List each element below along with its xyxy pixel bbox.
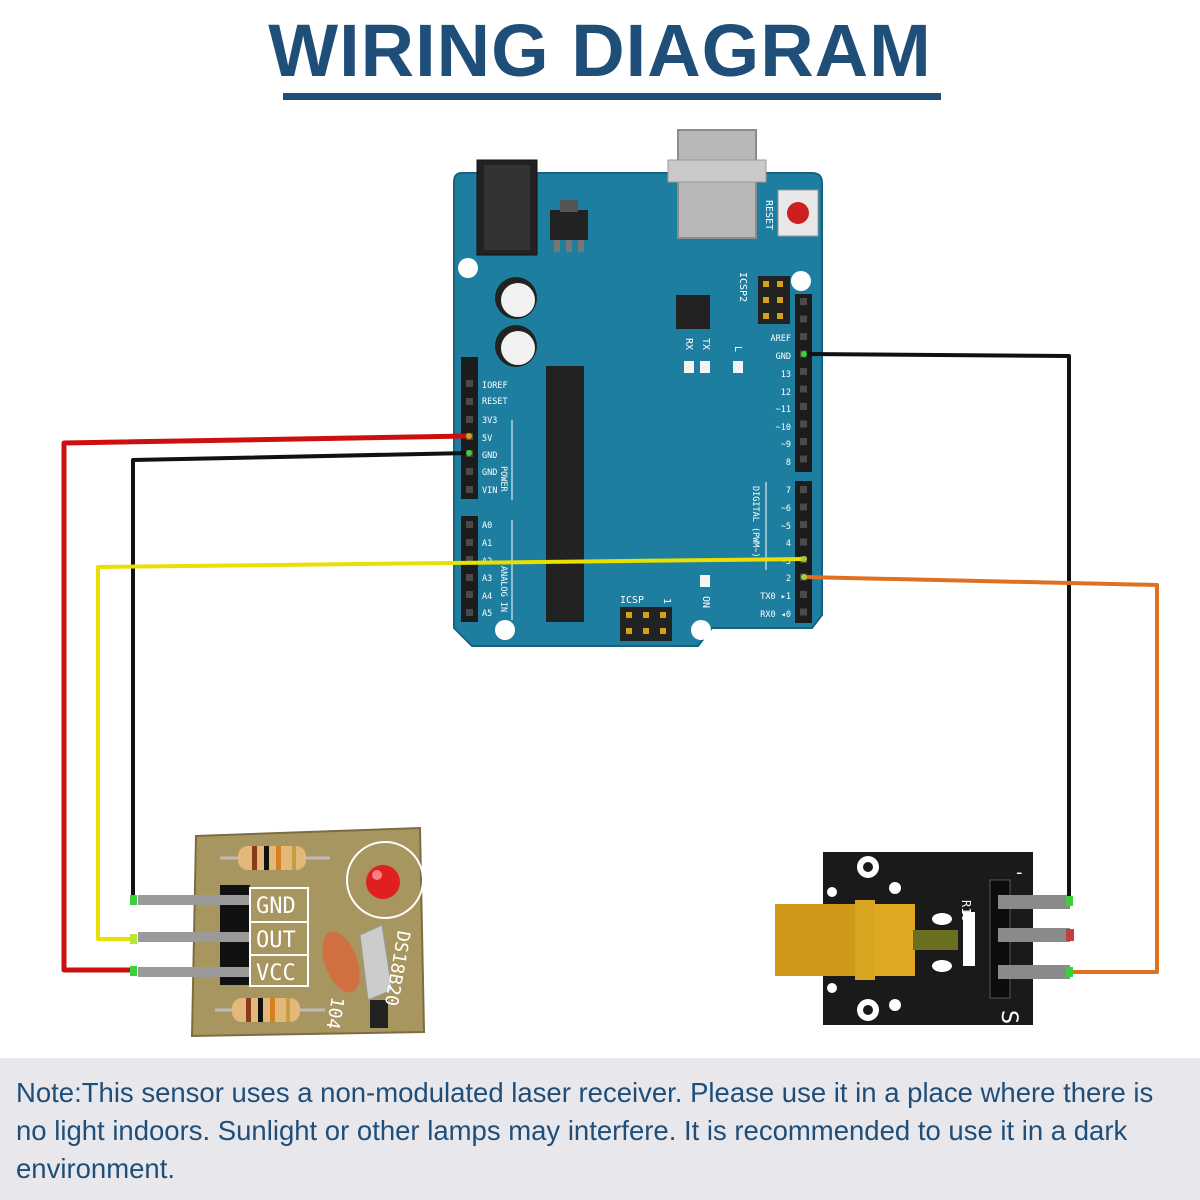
digital-pin-label: GND xyxy=(776,352,791,362)
header-pin-hole xyxy=(800,608,807,616)
header-pin-hole xyxy=(800,385,807,393)
ceramic-capacitor xyxy=(322,931,360,993)
header-pin-hole xyxy=(466,539,473,546)
power-pin-label: VIN xyxy=(482,486,497,496)
digital-pin-label: 2 xyxy=(786,574,791,584)
header-pin-hole xyxy=(800,521,807,528)
laser-gnd-wire xyxy=(803,352,1071,901)
laser-pin-minus-label: - xyxy=(1016,862,1023,883)
title-underline xyxy=(283,93,941,100)
note-text: Note:This sensor uses a non-modulated la… xyxy=(0,1058,1200,1200)
power-pin-label: RESET xyxy=(482,397,508,407)
power-section-label: POWER xyxy=(498,466,508,492)
digital-pin-label: 13 xyxy=(781,370,791,380)
header-pin-hole xyxy=(466,574,473,581)
digital-header-top xyxy=(795,294,812,472)
digital-pin-label: ~9 xyxy=(781,440,791,450)
icsp-header xyxy=(620,607,672,641)
digital-pin-label: 12 xyxy=(781,388,791,398)
signal-wire xyxy=(96,557,805,941)
header-pin-hole xyxy=(800,591,807,598)
rx-label: RX xyxy=(683,338,694,350)
page-title: WIRING DIAGRAM xyxy=(268,9,932,92)
header-pin-hole xyxy=(800,333,807,340)
header-pin-hole xyxy=(466,416,473,423)
icsp2-header xyxy=(758,276,790,324)
analog-pin-label: A1 xyxy=(482,539,492,549)
resistor xyxy=(220,846,330,870)
power-header xyxy=(461,357,478,499)
arduino-board: RESET ICSP2 TX RX L ON ICSP 1 xyxy=(453,129,823,647)
receiver-pin-gnd: GND xyxy=(256,894,296,919)
digital-pin-label: AREF xyxy=(771,334,791,344)
power-pin-label: 5V xyxy=(482,434,492,444)
power-pin-label: IOREF xyxy=(482,381,508,391)
atmega-chip xyxy=(546,366,584,622)
header-pin-hole xyxy=(466,468,473,475)
digital-pin-label: ~6 xyxy=(781,504,791,514)
usb-port xyxy=(677,129,757,239)
header-pin-hole xyxy=(466,398,473,405)
icsp-label: ICSP xyxy=(620,595,644,606)
digital-section-label: DIGITAL (PWM~) xyxy=(750,486,760,558)
header-pin-hole xyxy=(466,486,473,493)
digital-pin-label: 8 xyxy=(786,458,791,468)
wiring-diagram: RESET ICSP2 TX RX L ON ICSP 1 xyxy=(61,129,1159,1038)
red-led xyxy=(366,865,400,899)
header-pin-hole xyxy=(800,420,807,428)
reset-label: RESET xyxy=(763,200,774,230)
digital-pin-label: ~3 xyxy=(781,557,791,567)
digital-pin-label: TX0 ▸1 xyxy=(760,592,791,602)
vcc-wire xyxy=(61,433,470,973)
header-pin-hole xyxy=(466,609,473,616)
header-pin-hole xyxy=(466,556,473,563)
laser-receiver-module: GND OUT VCC DS18B20 104 xyxy=(138,826,426,1038)
header-pin-hole xyxy=(800,298,807,305)
wires xyxy=(61,352,1159,974)
digital-header-bottom xyxy=(795,481,812,623)
analog-header xyxy=(461,516,478,622)
digital-pin-label: ~11 xyxy=(776,405,791,415)
icsp2-label: ICSP2 xyxy=(737,272,748,302)
receiver-pin-vcc: VCC xyxy=(256,961,296,986)
header-pin-hole xyxy=(466,380,473,387)
digital-pin-label: 7 xyxy=(786,486,791,496)
analog-pin-label: A0 xyxy=(482,521,492,531)
digital-pin-label: RX0 ◂0 xyxy=(760,610,791,620)
resistor-r10-label: R10 xyxy=(959,900,973,922)
header-pin-hole xyxy=(800,315,807,323)
digital-pin-label: 4 xyxy=(786,539,791,549)
header-pin-hole xyxy=(466,521,473,528)
header-pin-hole xyxy=(800,403,807,410)
laser-transmitter-module: R10 - S xyxy=(775,852,1074,1025)
receiver-pin-out: OUT xyxy=(256,928,296,953)
gnd-wire xyxy=(131,451,470,898)
usb-chip xyxy=(676,295,710,329)
power-pin-label: GND xyxy=(482,468,497,478)
wire-endpoints xyxy=(130,351,1073,977)
l-label: L xyxy=(732,346,743,352)
power-pin-label: GND xyxy=(482,451,497,461)
header-pin-hole xyxy=(466,591,473,598)
digital-pin-label: ~10 xyxy=(776,423,791,433)
header-pin-hole xyxy=(800,486,807,493)
laser-pin-s-label: S xyxy=(996,1010,1021,1024)
on-label: ON xyxy=(700,596,711,608)
tx-label: TX xyxy=(700,338,711,350)
header-pin-hole xyxy=(800,368,807,375)
analog-pin-label: A4 xyxy=(482,592,492,602)
power-pin-label: 3V3 xyxy=(482,416,497,426)
laser-signal-wire xyxy=(803,575,1159,974)
header-pin-hole xyxy=(800,438,807,445)
resistor xyxy=(215,998,325,1022)
header-pin-hole xyxy=(800,503,807,511)
digital-pin-label: ~5 xyxy=(781,522,791,532)
header-pin-hole xyxy=(800,538,807,546)
icsp-pin1-label: 1 xyxy=(661,598,672,604)
header-pin-hole xyxy=(800,455,807,463)
analog-pin-label: A5 xyxy=(482,609,492,619)
analog-pin-label: A3 xyxy=(482,574,492,584)
analog-section-label: ANALOG IN xyxy=(498,566,508,612)
